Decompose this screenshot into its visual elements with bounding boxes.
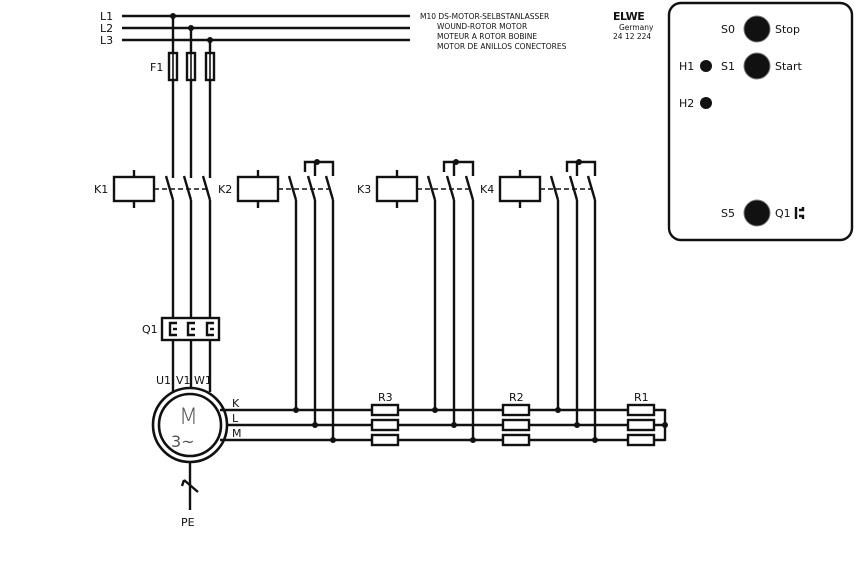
- label-s5: S5: [721, 207, 735, 220]
- label-l2: L2: [100, 22, 113, 35]
- title-line: WOUND-ROTOR MOTOR: [437, 22, 527, 31]
- motor: U1 V1 W1 M 3~ K L M PE: [151, 374, 242, 529]
- bridge: [442, 160, 475, 176]
- motor-symbol-m: M: [179, 405, 198, 430]
- label-s0: S0: [721, 23, 735, 36]
- contact: [182, 175, 193, 201]
- title-line: M10 DS-MOTOR-SELBSTANLASSER: [420, 12, 549, 21]
- resistor-element: [501, 433, 531, 447]
- contactor-k3: K3: [357, 159, 476, 443]
- title-line: MOTEUR A ROTOR BOBINE: [437, 32, 537, 41]
- resistor-element: [626, 403, 656, 417]
- label: R1: [634, 391, 649, 404]
- label: K4: [480, 183, 494, 196]
- contact: [445, 175, 456, 201]
- contact: [426, 175, 437, 201]
- label-s1: S1: [721, 60, 735, 73]
- contactor-k1: K1: [94, 170, 212, 208]
- supply-lines: L1 L2 L3: [100, 10, 410, 47]
- resistor-element: [501, 403, 531, 417]
- coil: [236, 175, 280, 203]
- resistor-element: [370, 418, 400, 432]
- label-l1: L1: [100, 10, 113, 23]
- resistor-r1: R1: [626, 391, 656, 447]
- resistor-r2: R2: [501, 391, 531, 447]
- label-start: Start: [775, 60, 803, 73]
- junction: [314, 159, 320, 165]
- title-line: MOTOR DE ANILLOS CONECTORES: [437, 42, 567, 51]
- brand-country: Germany: [619, 23, 654, 32]
- title-block: M10 DS-MOTOR-SELBSTANLASSER WOUND-ROTOR …: [420, 10, 654, 51]
- contact: [586, 175, 597, 201]
- label-h2: H2: [679, 97, 694, 110]
- resistor-element: [370, 403, 400, 417]
- brand-code: 24 12 224: [613, 32, 651, 41]
- control-panel: S0 Stop H1 S1 Start H2 S5 Q1: [667, 1, 854, 242]
- fuse-f1: F1: [150, 51, 216, 82]
- brand-logo: ELWE: [613, 10, 644, 23]
- contact: [306, 175, 317, 201]
- coil: [498, 175, 542, 203]
- label: K2: [218, 183, 232, 196]
- indicator-h2: [700, 97, 712, 109]
- label: K1: [94, 183, 108, 196]
- label-l: L: [232, 412, 239, 425]
- label-panel-q1: Q1: [775, 207, 791, 220]
- indicator-h1: [700, 60, 712, 72]
- junction: [576, 159, 582, 165]
- junction: [453, 159, 459, 165]
- resistor-element: [501, 418, 531, 432]
- contact: [164, 175, 175, 201]
- label-pe: PE: [181, 516, 195, 529]
- label-k: K: [232, 397, 240, 410]
- label: R3: [378, 391, 393, 404]
- label-v1: V1: [176, 374, 191, 387]
- stop-button[interactable]: [743, 15, 771, 43]
- start-button[interactable]: [743, 52, 771, 80]
- contact: [324, 175, 335, 201]
- coil: [112, 175, 156, 203]
- label-u1: U1: [156, 374, 171, 387]
- label-w1: W1: [194, 374, 212, 387]
- resistor-r3: R3: [370, 391, 400, 447]
- label-l3: L3: [100, 34, 113, 47]
- label-q1: Q1: [142, 323, 158, 336]
- overload-q1: Q1: [142, 316, 221, 342]
- label: K3: [357, 183, 371, 196]
- contact: [201, 175, 212, 201]
- label-stop: Stop: [775, 23, 800, 36]
- motor-symbol-3phase: 3~: [171, 432, 195, 451]
- contactor-k4: K4: [480, 159, 598, 443]
- resistor-element: [370, 433, 400, 447]
- label: R2: [509, 391, 524, 404]
- contact: [287, 175, 298, 201]
- resistor-element: [626, 418, 656, 432]
- label-h1: H1: [679, 60, 694, 73]
- coil: [375, 175, 419, 203]
- overload-symbol-icon: [794, 207, 805, 219]
- contact: [549, 175, 560, 201]
- rotor-circuit: R3 R2 R1: [220, 391, 668, 447]
- label-f1: F1: [150, 61, 163, 74]
- contact: [568, 175, 579, 201]
- resistor-element: [626, 433, 656, 447]
- label-m: M: [232, 427, 242, 440]
- contact: [464, 175, 475, 201]
- s5-button[interactable]: [743, 199, 771, 227]
